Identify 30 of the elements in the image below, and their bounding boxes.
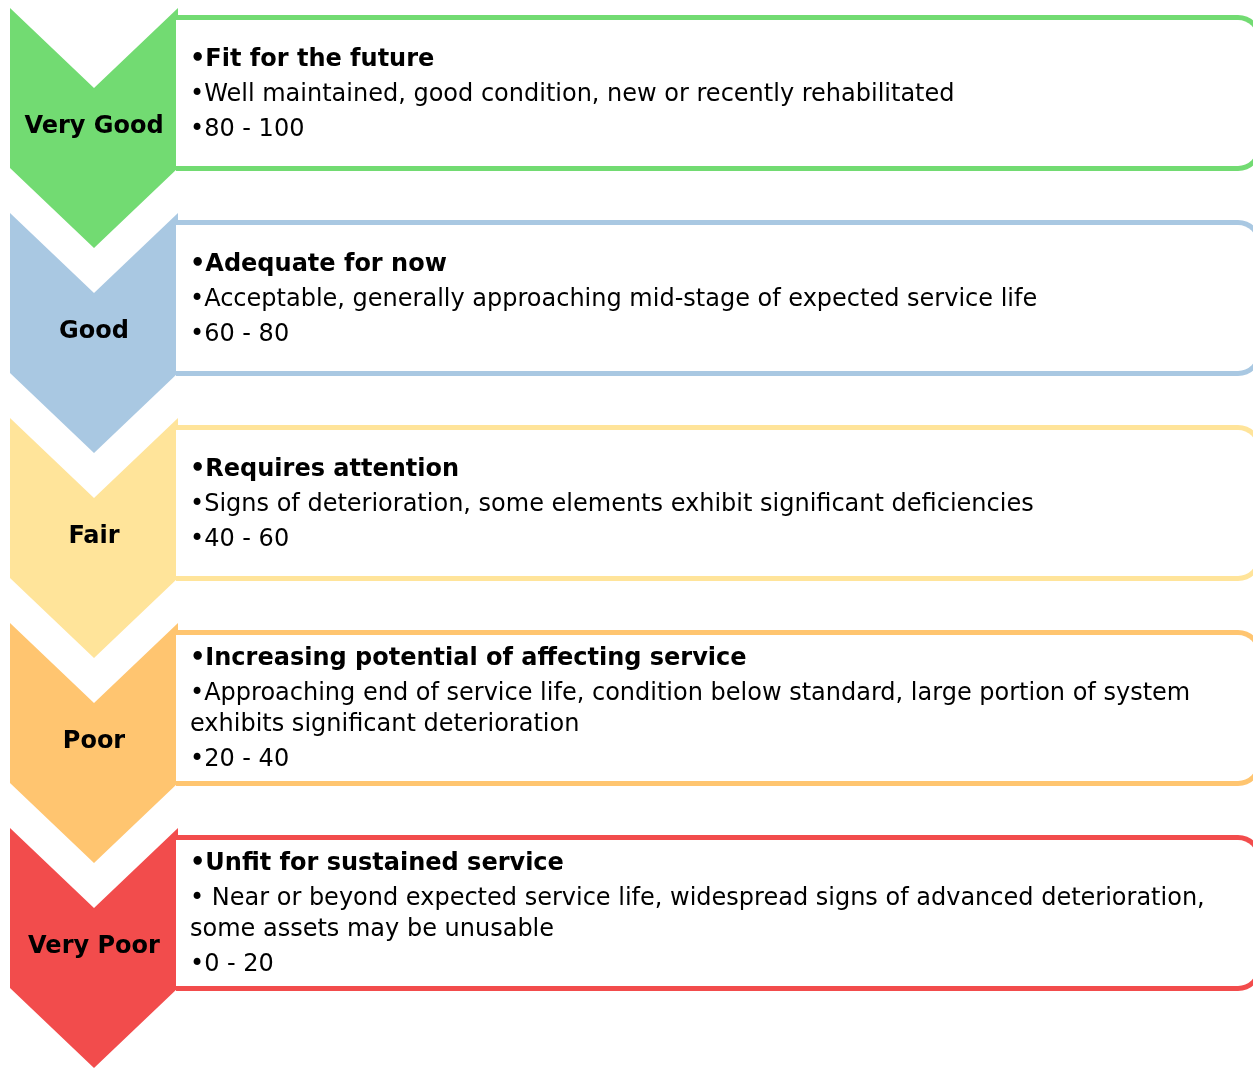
pointed-banner <box>10 418 178 658</box>
rating-label: Good <box>58 315 130 345</box>
description-card <box>176 835 1253 991</box>
score-range: •0 - 20 <box>190 948 275 979</box>
description-text: •Well maintained, good condition, new or recently rehabilitated <box>190 77 956 109</box>
description-card <box>176 15 1253 171</box>
heading-text: •Increasing potential of affecting service <box>190 642 748 673</box>
heading-text: •Unfit for sustained service <box>190 847 565 878</box>
heading-text: •Adequate for now <box>190 247 448 279</box>
description-text: •Acceptable, generally approaching mid-stage of expected service life <box>190 282 1039 314</box>
rating-label: Fair <box>67 520 121 550</box>
description-text: •Approaching end of service life, condition below standard, large portion of system exhibits significant deterioration <box>190 677 1192 739</box>
rating-label: Very Poor <box>27 930 161 960</box>
pointed-banner <box>10 623 178 863</box>
pointed-banner <box>10 828 178 1068</box>
description-card <box>176 630 1253 786</box>
heading-text: •Fit for the future <box>190 42 436 74</box>
description-card <box>176 220 1253 376</box>
description-text: •Signs of deterioration, some elements exhibit significant deficiencies <box>190 487 1035 519</box>
description-card <box>176 425 1253 581</box>
score-range: •80 - 100 <box>190 112 306 144</box>
rating-label: Poor <box>61 725 127 755</box>
rating-label: Very Good <box>23 110 165 140</box>
pointed-banner <box>10 8 178 248</box>
score-range: •20 - 40 <box>190 743 291 774</box>
heading-text: •Requires attention <box>190 452 461 484</box>
description-text: • Near or beyond expected service life, widespread signs of advanced deterioration, some assets may be unusable <box>190 882 1206 944</box>
pointed-banner <box>10 213 178 453</box>
score-range: •40 - 60 <box>190 522 291 554</box>
score-range: •60 - 80 <box>190 317 291 349</box>
